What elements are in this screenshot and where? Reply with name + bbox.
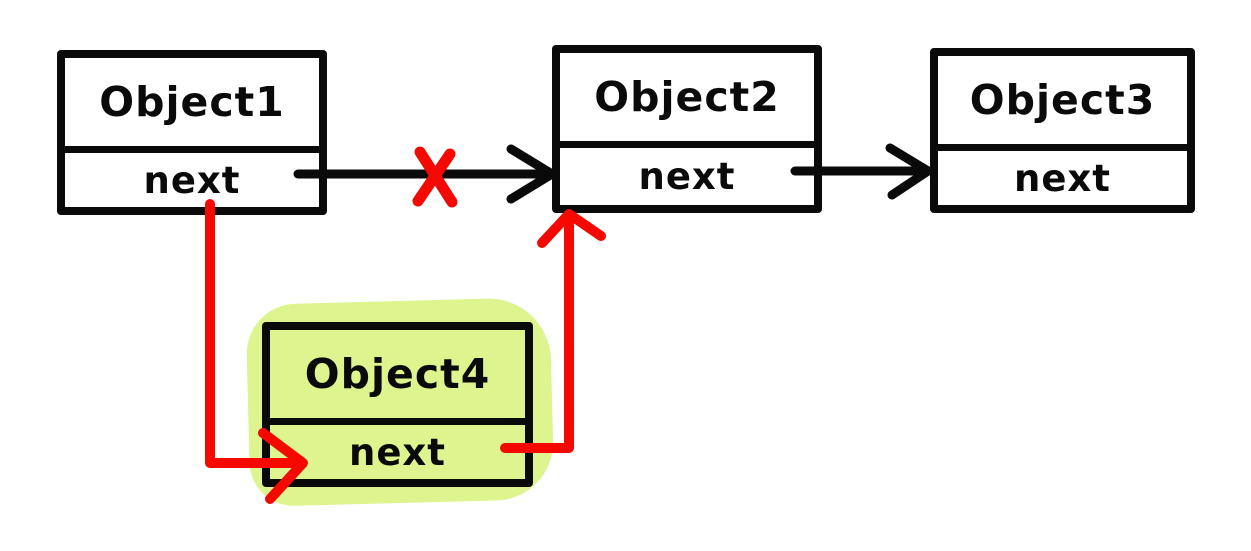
node-object1: Object1 next [57,50,327,215]
arrowhead-right-icon [506,144,557,204]
node-object3-title: Object3 [938,56,1187,151]
arrowhead-up-icon [537,209,606,248]
node-object1-next-field: next [143,158,241,202]
node-object4-title: Object4 [270,330,525,425]
edge-object1-to-object2-arrow [293,144,557,204]
node-object2: Object2 next [552,45,822,213]
node-object3: Object3 next [930,48,1195,213]
crossout-x-icon [412,146,458,208]
node-object1-title: Object1 [65,58,319,153]
node-object2-title: Object2 [560,53,814,148]
arrowhead-right-icon [885,143,933,200]
node-object3-next-field: next [1014,156,1111,200]
node-object2-next-field: next [638,155,736,198]
node-object4-next-field: next [349,430,446,474]
node-object4: Object4 next [262,322,533,487]
